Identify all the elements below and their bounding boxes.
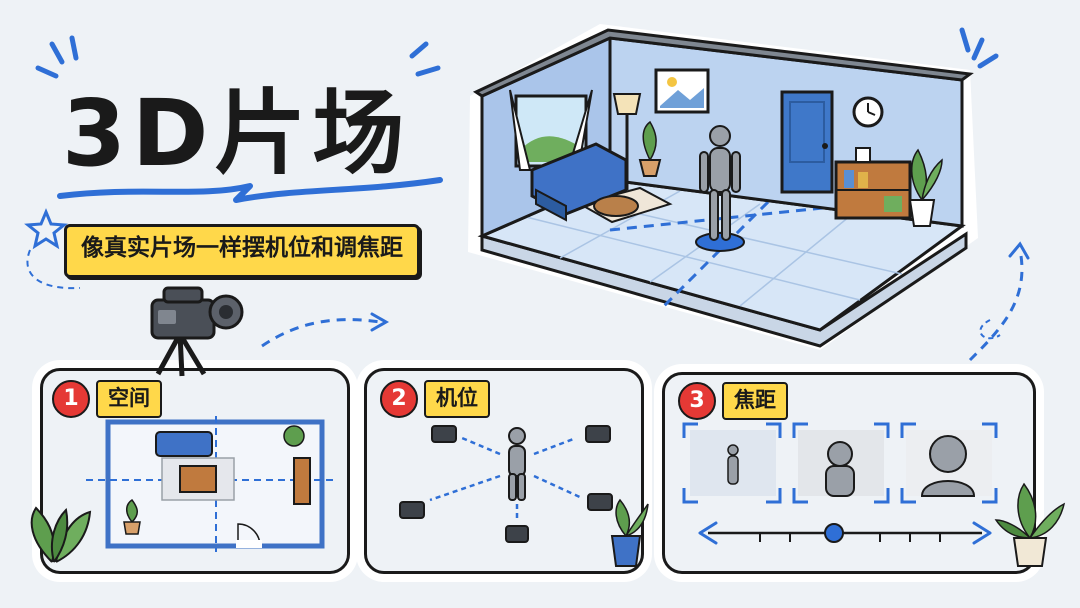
page-subtitle: 像真实片场一样摆机位和调焦距 (64, 224, 420, 278)
dashed-loop-right (979, 319, 1001, 340)
sparkle-lines-mid (409, 41, 441, 77)
step-badge-3: 3 (678, 382, 716, 420)
step-card-camera-position (364, 368, 644, 574)
step-label-camera-position: 机位 (424, 380, 490, 418)
title-underline-squiggle (57, 177, 443, 203)
step-badge-1: 1 (52, 380, 90, 418)
video-camera-icon (150, 286, 244, 377)
dashed-arrow-right (968, 249, 1024, 362)
page-title: 3D片场 (62, 80, 411, 187)
focal-length-illustration (682, 422, 1066, 567)
step-card-space (40, 368, 350, 574)
camera-positions-illustration (399, 425, 649, 567)
step-badge-2: 2 (380, 380, 418, 418)
dashed-arrow-camera-to-room (261, 318, 381, 348)
room-illustration (468, 24, 978, 350)
floor-plan-illustration (86, 416, 334, 552)
step-card-focal-length (662, 372, 1036, 574)
step-label-space: 空间 (96, 380, 162, 418)
sparkle-lines-left (35, 35, 79, 79)
plant-icon (30, 506, 92, 563)
star-icon (24, 208, 68, 250)
step-label-focal-length: 焦距 (722, 382, 788, 420)
sparkle-lines-right (959, 27, 999, 69)
dashed-loop-left (26, 249, 81, 290)
